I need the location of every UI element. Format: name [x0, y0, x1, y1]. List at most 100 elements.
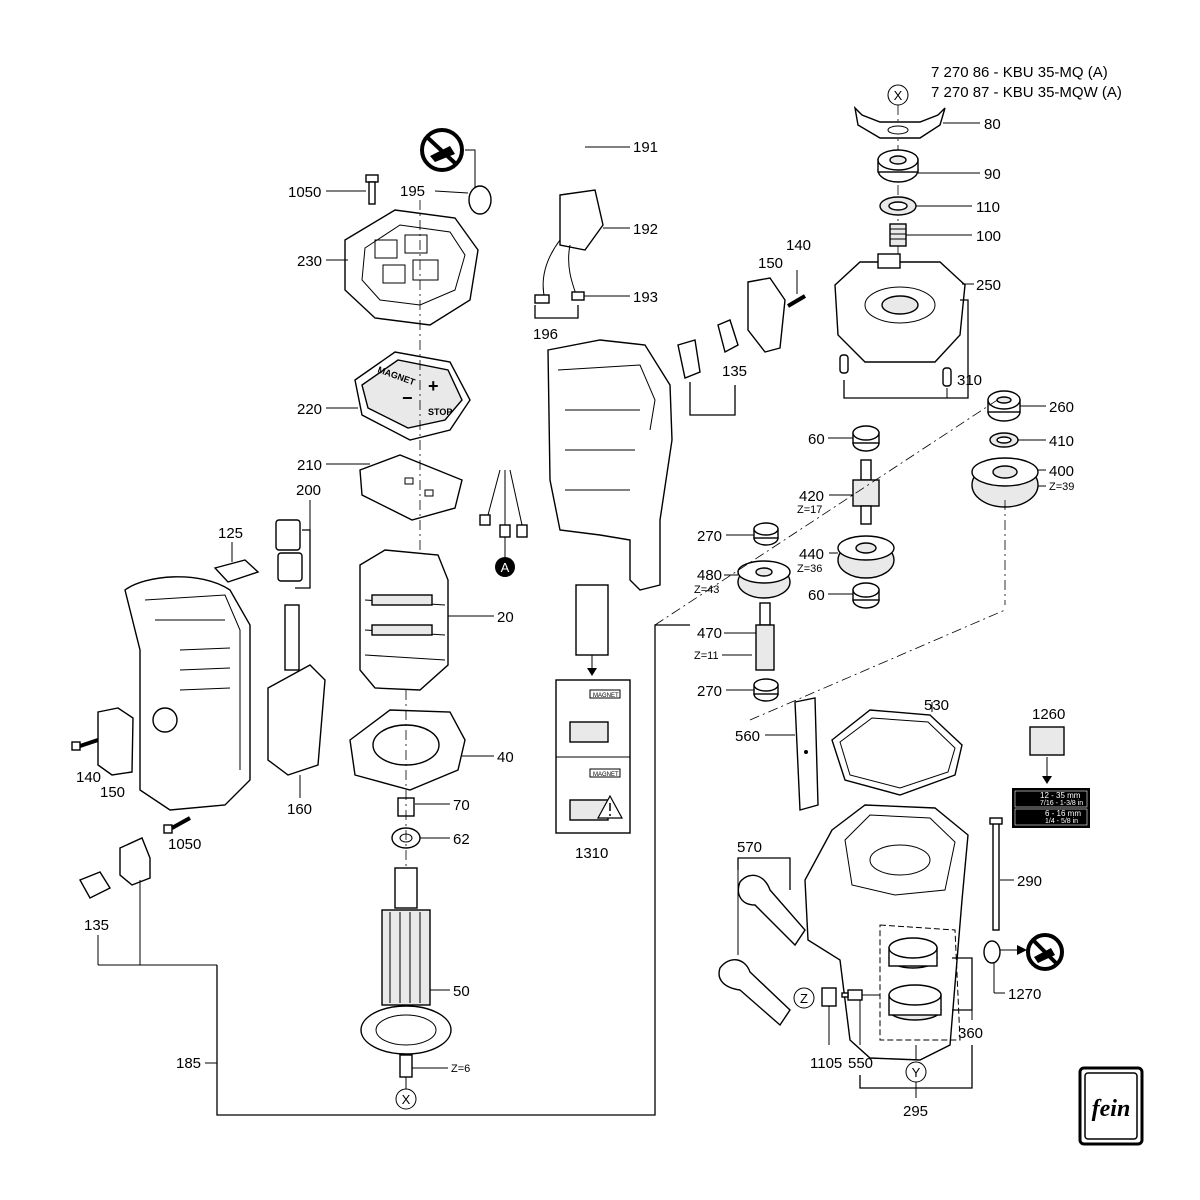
- cover-plate-150: [97, 707, 134, 776]
- callout-470: 470: [697, 625, 722, 642]
- pcb-210: [359, 454, 463, 521]
- callout-560: 560: [735, 728, 760, 745]
- label-magnet-top: MAGNET: [593, 693, 619, 699]
- gear-400: [971, 457, 1039, 508]
- bearing-60-top: [852, 425, 880, 452]
- callout-60-top: 60: [808, 431, 825, 448]
- capacity-row1-main: 12 - 35 mm: [1040, 791, 1081, 800]
- callout-50: 50: [453, 983, 470, 1000]
- minus-key-label: −: [402, 388, 413, 408]
- bearing-60-bottom: [852, 582, 880, 609]
- switch-135-left: [79, 837, 151, 899]
- callout-570: 570: [737, 839, 762, 856]
- callout-20: 20: [497, 609, 514, 626]
- callout-290: 290: [1017, 873, 1042, 890]
- circlip-410: [989, 432, 1019, 448]
- capacity-plate: 12 - 35 mm 7/16 - 1-3/8 in 6 - 16 mm 1/4…: [1012, 788, 1090, 828]
- callout-1105: 1105: [810, 1055, 842, 1072]
- model-line-1: 7 270 86 - KBU 35-MQ (A): [931, 64, 1108, 81]
- callout-62: 62: [453, 831, 470, 848]
- cap-1105: [821, 987, 837, 1007]
- bearing-270-top: [753, 522, 779, 546]
- callout-193: 193: [633, 289, 658, 306]
- switch-panel-220: MAGNET STOP + −: [354, 351, 471, 441]
- teeth-z11: Z=11: [694, 650, 719, 662]
- marker-z-label: Z: [800, 991, 808, 1006]
- stop-key-label: STOP: [428, 407, 452, 417]
- callout-185: 185: [176, 1055, 201, 1072]
- gasket-530: [831, 709, 963, 796]
- callout-1050-bottom: 1050: [168, 836, 201, 853]
- lever-570: [718, 874, 806, 1027]
- warning-icon: [596, 794, 624, 819]
- screw-1050-top: [365, 174, 379, 205]
- callout-210: 210: [297, 457, 322, 474]
- callout-260: 260: [1049, 399, 1074, 416]
- marker-x-bottom: [395, 1088, 417, 1110]
- marker-z: [793, 987, 815, 1009]
- bearing-90: [877, 149, 919, 183]
- callout-200: 200: [296, 482, 321, 499]
- teeth-z6: Z=6: [451, 1063, 470, 1075]
- nipple-550: [841, 989, 880, 1001]
- bearing-260: [987, 390, 1021, 422]
- retaining-plate-80: [853, 105, 946, 139]
- callout-196: 196: [533, 326, 558, 343]
- callout-100: 100: [976, 228, 1001, 245]
- power-cable: [479, 79, 604, 538]
- o-ring-1270: [983, 940, 1001, 964]
- tie-rod-290: [989, 817, 1003, 931]
- callout-440: 440: [799, 546, 824, 563]
- teeth-z39: Z=39: [1049, 481, 1074, 493]
- sticker-blank: [575, 584, 609, 656]
- callout-480: 480: [697, 567, 722, 584]
- label-magnet-bottom: MAGNET: [593, 772, 619, 778]
- cover-plate-150-top: [747, 277, 786, 353]
- callout-135-top: 135: [722, 363, 747, 380]
- teeth-z17: Z=17: [797, 504, 822, 516]
- callout-1260: 1260: [1032, 706, 1065, 723]
- callout-250: 250: [976, 277, 1001, 294]
- switch-135-top: [677, 319, 739, 379]
- o-ring-195: [468, 185, 492, 215]
- plus-key-label: +: [428, 376, 439, 396]
- no-grease-icon: [420, 128, 464, 172]
- fein-logo: fein: [1078, 1066, 1144, 1146]
- callout-140-left: 140: [76, 769, 101, 786]
- callout-140-top: 140: [786, 237, 811, 254]
- callout-310: 310: [957, 372, 982, 389]
- marker-a-label: A: [501, 560, 510, 575]
- callout-530: 530: [924, 697, 949, 714]
- callout-220: 220: [297, 401, 322, 418]
- callout-1050-top: 1050: [288, 184, 321, 201]
- sticker-1260: [1029, 726, 1065, 756]
- callout-410: 410: [1049, 433, 1074, 450]
- callout-420: 420: [799, 488, 824, 505]
- screw-140-left: [71, 738, 99, 751]
- callout-195: 195: [400, 183, 425, 200]
- callout-1310: 1310: [575, 845, 608, 862]
- pins-310: [839, 354, 952, 387]
- callout-90: 90: [984, 166, 1001, 183]
- capacity-row1-sub: 7/16 - 1-3/8 in: [1040, 800, 1083, 807]
- callout-60-bottom: 60: [808, 587, 825, 604]
- armature-50: [360, 867, 452, 1078]
- rail-560: [794, 697, 819, 811]
- teeth-z43: Z=43: [694, 584, 719, 596]
- model-line-2: 7 270 87 - KBU 35-MQW (A): [931, 84, 1122, 101]
- brush-holder-125: [213, 559, 260, 583]
- marker-a: [495, 557, 515, 577]
- callout-1270: 1270: [1008, 986, 1041, 1003]
- no-grease-icon: [1026, 933, 1064, 971]
- callout-270-bottom: 270: [697, 683, 722, 700]
- gear-480: [737, 560, 791, 599]
- motor-housing-left: [124, 576, 251, 811]
- callout-230: 230: [297, 253, 322, 270]
- callout-150-top: 150: [758, 255, 783, 272]
- brush-200: [275, 519, 303, 582]
- callout-191: 191: [633, 139, 658, 156]
- stator-20: [359, 549, 449, 691]
- fan-guide-40: [349, 709, 466, 791]
- marker-x-top-label: X: [894, 88, 903, 103]
- gear-440: [837, 535, 895, 579]
